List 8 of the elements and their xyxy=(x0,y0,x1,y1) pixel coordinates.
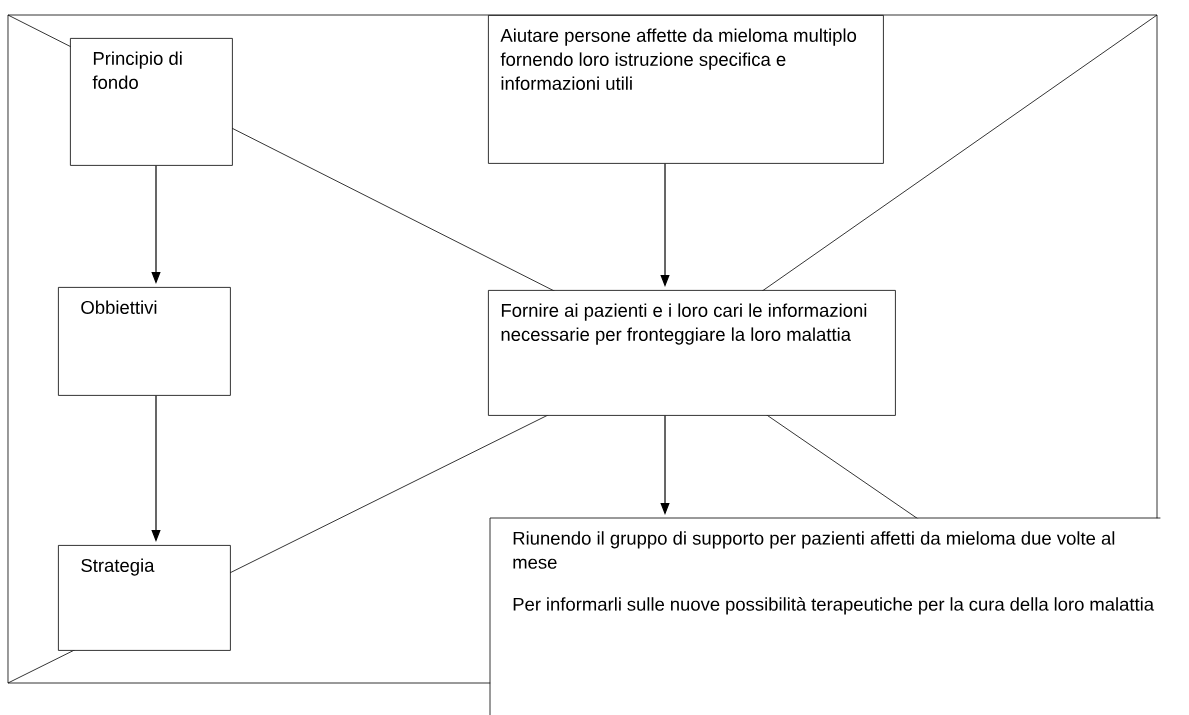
text-box: Principio di fondo xyxy=(70,38,233,166)
text-box: Strategia xyxy=(58,545,231,651)
text-box: Fornire ai pazienti e i loro cari le informazioni necessarie per fronteggiare la loro malattia xyxy=(488,290,896,416)
text-box: Riunendo il gruppo di supporto per pazienti affetti da mieloma due volte al mese Per informarli sulle nuove possibilità terapeutiche per la cura della loro malattia xyxy=(489,517,1161,715)
node-label: Riunendo il gruppo di supporto per pazienti affetti da mieloma due volte al mese xyxy=(513,531,1115,569)
text-box: Aiutare persone affette da mieloma multiplo fornendo loro istruzione specifica e informazioni utili xyxy=(488,15,884,164)
text-box: Obbiettivi xyxy=(58,287,231,396)
node-label: Per informarli sulle nuove possibilità terapeutiche per la cura della loro malattia xyxy=(513,596,1155,615)
